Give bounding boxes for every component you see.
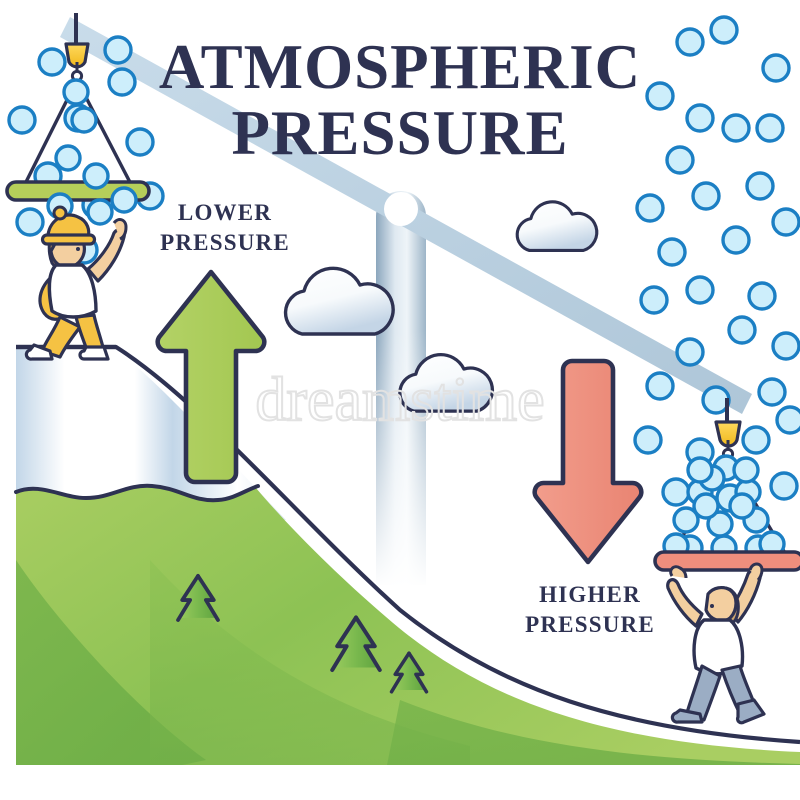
molecule-icon [110, 186, 138, 214]
molecule-icon [665, 145, 695, 175]
title-line-2: PRESSURE [231, 98, 569, 168]
molecule-icon [685, 275, 715, 305]
up-arrow-lower-pressure [155, 269, 267, 485]
molecule-icon [769, 471, 799, 501]
title-line-1: ATMOSPHERIC [158, 32, 642, 102]
cloud-icon [515, 200, 599, 252]
label-lower-pressure: LOWER PRESSURE [90, 198, 360, 258]
right-pan-assembly [653, 398, 800, 572]
molecule-icon [645, 81, 675, 111]
pine-tree-icon [176, 574, 220, 622]
right-pan-base [653, 550, 800, 572]
label-higher-pressure: HIGHER PRESSURE [455, 580, 725, 640]
molecule-icon [771, 331, 800, 361]
molecule-icon [721, 225, 751, 255]
hiker-figure-left [24, 205, 128, 361]
page-title: ATMOSPHERIC PRESSURE [0, 34, 800, 166]
molecule-icon [745, 171, 775, 201]
molecule-icon [103, 35, 133, 65]
molecule-icon [761, 53, 791, 83]
person-figure-right [666, 562, 766, 725]
molecule-icon [709, 15, 739, 45]
molecule-icon [755, 113, 785, 143]
down-arrow-higher-pressure [532, 358, 644, 565]
higher-label-line-1: HIGHER [539, 582, 641, 607]
molecule-icon [685, 103, 715, 133]
molecule-icon [54, 144, 82, 172]
molecule-icon [692, 492, 720, 520]
balance-beam [60, 17, 752, 414]
molecule-icon [741, 425, 771, 455]
pine-tree-icon [330, 615, 382, 672]
hook-clamp-right [714, 420, 742, 448]
molecule-icon [633, 425, 663, 455]
molecule-icon [657, 237, 687, 267]
cloud-group [283, 200, 599, 413]
molecule-icon [639, 285, 669, 315]
molecule-icon [82, 162, 110, 190]
pine-tree-icon [389, 651, 429, 694]
molecule-icon [775, 405, 800, 435]
molecule-icon [728, 492, 756, 520]
molecule-icon [727, 315, 757, 345]
lower-label-line-2: PRESSURE [160, 230, 290, 255]
higher-label-line-2: PRESSURE [525, 612, 655, 637]
molecule-icon [86, 198, 114, 226]
molecule-icon [645, 371, 675, 401]
molecule-icon [661, 477, 691, 507]
lower-label-line-1: LOWER [177, 200, 273, 225]
molecule-icon [675, 27, 705, 57]
molecule-icon [771, 207, 800, 237]
molecule-icon [757, 377, 787, 407]
cloud-icon [398, 353, 495, 413]
molecule-icon [672, 506, 700, 534]
molecule-icon [7, 105, 37, 135]
molecule-icon [635, 193, 665, 223]
molecule-icon [747, 281, 777, 311]
cloud-icon [283, 266, 395, 336]
molecule-icon [107, 67, 137, 97]
left-pan-assembly [5, 13, 151, 226]
molecule-icon [686, 456, 714, 484]
molecule-icon [62, 78, 90, 106]
molecule-icon [732, 456, 760, 484]
molecule-icon [15, 207, 45, 237]
pivot-point [384, 192, 418, 226]
tree-group [176, 574, 429, 694]
molecule-icon [691, 181, 721, 211]
molecule-icon [125, 127, 155, 157]
molecule-icon [721, 113, 751, 143]
molecule-icon [70, 106, 98, 134]
molecule-icon [675, 337, 705, 367]
molecule-icon [37, 47, 67, 77]
